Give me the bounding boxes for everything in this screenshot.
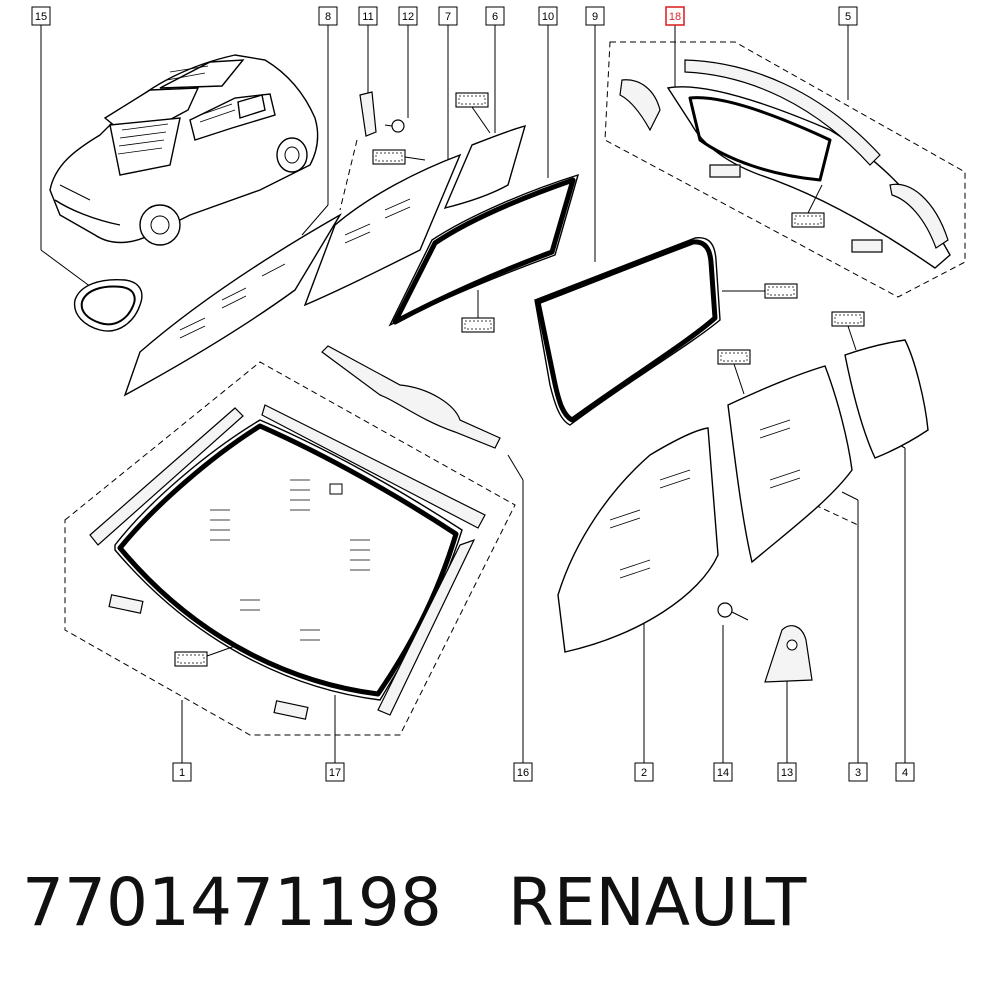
part-10-sealed-glass	[388, 173, 580, 327]
part-6-small-glass	[443, 125, 527, 210]
footer-caption: 7701471198 RENAULT	[22, 858, 962, 948]
part-3-rear-door-glass	[717, 349, 853, 564]
callout-label: 3	[855, 767, 861, 779]
label-tag-7	[372, 149, 406, 165]
part-2-front-door-glass	[557, 427, 719, 653]
callout-9: 9	[585, 6, 605, 26]
callout-label: 6	[492, 11, 498, 23]
callout-8: 8	[318, 6, 338, 26]
callout-15: 15	[31, 6, 51, 26]
callout-11: 11	[358, 6, 378, 26]
brand-name: RENAULT	[507, 864, 807, 941]
label-tag-9	[764, 283, 798, 299]
part-5-rear-glass	[619, 59, 951, 269]
car-illustration	[49, 54, 319, 246]
callout-4: 4	[895, 762, 915, 782]
group-1-outline	[64, 361, 516, 736]
part-4-rear-small-glass	[831, 311, 929, 459]
clip-set-5b	[851, 239, 883, 253]
callout-label: 8	[325, 11, 331, 23]
callout-label: 18	[669, 11, 681, 23]
callout-label: 11	[362, 11, 373, 23]
label-tag-4	[831, 311, 865, 327]
label-tag-1	[174, 651, 208, 667]
leader-8-dashed	[339, 139, 358, 211]
callout-10: 10	[538, 6, 558, 26]
callout-label: 17	[329, 767, 341, 779]
callout-7: 7	[438, 6, 458, 26]
part-16-strip	[321, 345, 501, 449]
part-7-rear-quarter-glass	[303, 153, 462, 307]
callout-2: 2	[634, 762, 654, 782]
callout-13: 13	[777, 762, 797, 782]
callout-1: 1	[172, 762, 192, 782]
callout-6: 6	[485, 6, 505, 26]
callout-label: 7	[445, 11, 451, 23]
part-number: 7701471198	[22, 864, 442, 941]
label-tag-3	[717, 349, 751, 365]
callout-label: 12	[402, 11, 414, 23]
callout-16: 16	[513, 762, 533, 782]
callout-5: 5	[838, 6, 858, 26]
part-9-sealed-glass	[534, 237, 721, 426]
callout-3: 3	[848, 762, 868, 782]
callout-label: 2	[641, 767, 647, 779]
callout-label: 15	[35, 11, 47, 23]
part-11-clip	[359, 91, 377, 137]
part-8-quarter-glass	[123, 213, 342, 397]
callout-label: 9	[592, 11, 598, 23]
parts-diagram: 15 8 11 12 7 6 10 9 18 5 1 17 16 2 14 13 3 4	[31, 6, 966, 782]
label-tag-6	[455, 92, 489, 108]
label-tag-10	[461, 317, 495, 333]
part-1-windscreen	[89, 404, 486, 716]
callout-label: 10	[542, 11, 554, 23]
callout-17: 17	[325, 762, 345, 782]
callout-14: 14	[713, 762, 733, 782]
part-12-screw	[384, 119, 405, 133]
group-5-outline	[604, 41, 966, 298]
clip-set-1a	[108, 594, 144, 614]
mirror-glass	[73, 278, 143, 332]
callout-label: 16	[517, 767, 529, 779]
part-14-bolt	[717, 602, 749, 621]
label-tag-5	[791, 212, 825, 228]
callout-layer: 15 8 11 12 7 6 10 9 18 5 1 17 16 2 14 13 3 4	[31, 6, 915, 782]
callout-18: 18	[665, 6, 685, 26]
part-13-bracket	[764, 625, 813, 683]
callout-12: 12	[398, 6, 418, 26]
clip-set-1b	[273, 700, 309, 720]
callout-label: 14	[717, 767, 729, 779]
callout-label: 5	[845, 11, 851, 23]
callout-label: 13	[781, 767, 793, 779]
callout-label: 1	[179, 767, 185, 779]
callout-label: 4	[902, 767, 908, 779]
clip-set-5a	[709, 164, 741, 178]
